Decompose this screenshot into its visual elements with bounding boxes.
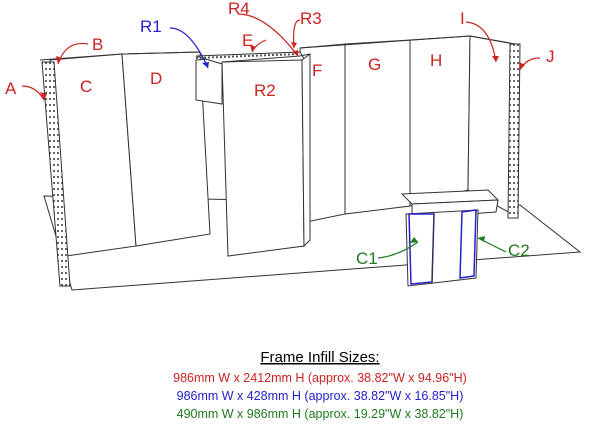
label-C1: C1 <box>356 249 378 268</box>
caption-red-line: 986mm W x 2412mm H (approx. 38.82"W x 94… <box>173 371 467 385</box>
label-R1: R1 <box>140 17 162 36</box>
label-G: G <box>368 55 381 74</box>
label-I: I <box>460 9 465 28</box>
label-F: F <box>312 61 322 80</box>
caption-title: Frame Infill Sizes: <box>260 349 379 366</box>
back-wall <box>39 35 516 257</box>
label-J: J <box>546 47 555 66</box>
header-R1 <box>195 57 223 105</box>
label-C: C <box>80 77 92 96</box>
label-R3: R3 <box>300 9 322 28</box>
label-R2: R2 <box>254 81 276 100</box>
label-H: H <box>430 51 442 70</box>
arrowheads <box>40 42 525 243</box>
caption-green-line: 490mm W x 986mm H (approx. 19.29"W x 38.… <box>177 407 464 421</box>
label-C2: C2 <box>508 241 530 260</box>
label-A: A <box>5 79 17 98</box>
caption: Frame Infill Sizes: 986mm W x 2412mm H (… <box>173 349 467 421</box>
post-A <box>41 61 71 287</box>
label-D: D <box>150 69 162 88</box>
infill-C2 <box>459 209 477 279</box>
post-J <box>507 43 521 219</box>
counter-body <box>405 209 479 287</box>
label-E: E <box>242 31 253 50</box>
caption-blue-line: 986mm W x 428mm H (approx. 38.82"W x 16.… <box>177 389 464 403</box>
label-B: B <box>92 35 103 54</box>
label-R4: R4 <box>228 0 250 18</box>
panel-R2-side <box>301 53 311 248</box>
counter <box>400 189 500 287</box>
